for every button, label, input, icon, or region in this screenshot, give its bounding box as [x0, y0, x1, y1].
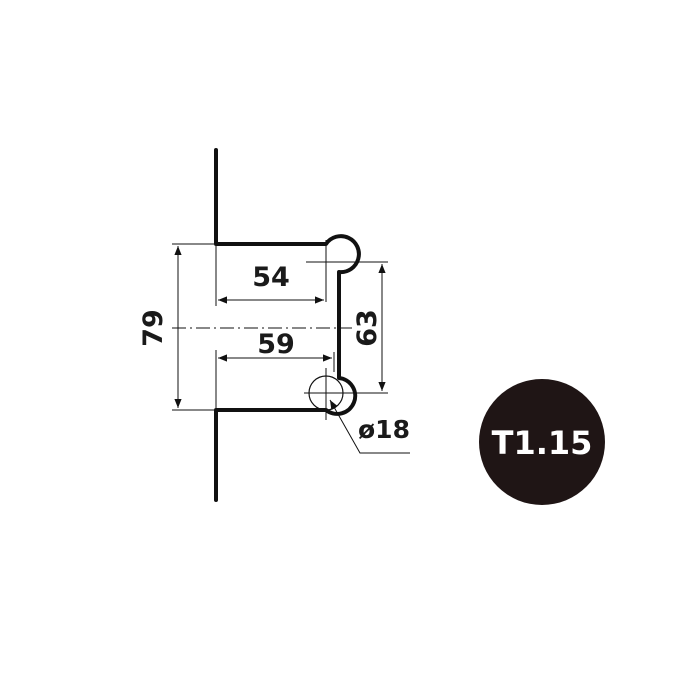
badge-circle: [479, 379, 605, 505]
dim-59-label: 59: [257, 329, 295, 360]
profile-outline: [214, 148, 361, 502]
dim-54-label: 54: [252, 262, 290, 293]
badge-label: T1.15: [492, 424, 593, 462]
model-badge: T1.15: [479, 379, 605, 505]
dim-63-label: 63: [352, 309, 383, 347]
diameter-leader: [329, 399, 410, 454]
diameter-label: ø18: [358, 415, 410, 444]
dim-79-label: 79: [138, 309, 169, 347]
